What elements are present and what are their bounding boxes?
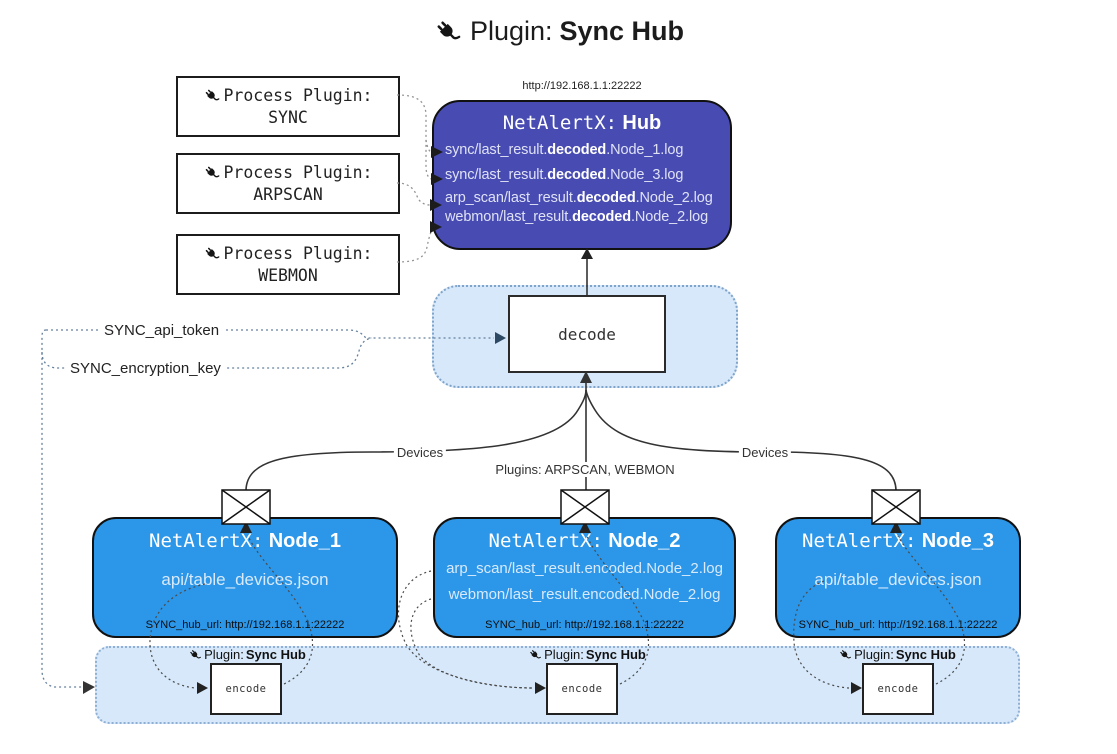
hub-box: NetAlertX: Hub sync/last_result.decoded.…	[432, 100, 732, 250]
process-plugin-name: ARPSCAN	[253, 184, 323, 204]
process-plugin-box-webmon: Process Plugin: WEBMON	[176, 234, 400, 295]
process-plugin-name: SYNC	[268, 107, 308, 127]
plug-icon	[204, 245, 221, 262]
process-plugin-name: WEBMON	[258, 265, 318, 285]
edge-label-devices-left: Devices	[393, 445, 447, 460]
band-input-arrowhead	[83, 681, 95, 694]
hub-title-prefix: NetAlertX:	[502, 112, 618, 134]
encode-box-2: encode	[546, 663, 618, 715]
process-plugin-box-sync: Process Plugin: SYNC	[176, 76, 400, 137]
node-2-box: NetAlertX: Node_2 arp_scan/last_result.e…	[433, 517, 736, 638]
sync-api-token-label: SYNC_api_token	[100, 322, 224, 339]
plug-icon	[204, 164, 221, 181]
node-hub-url: SYNC_hub_url: http://192.168.1.1:22222	[798, 619, 998, 631]
node-file-line: webmon/last_result.encoded.Node_2.log	[448, 586, 721, 603]
node-file-line: api/table_devices.json	[814, 570, 982, 589]
node-title: NetAlertX: Node_3	[802, 530, 994, 552]
sync-encryption-key-label: SYNC_encryption_key	[66, 360, 225, 377]
encode-box-1: encode	[210, 663, 282, 715]
hub-log-line: sync/last_result.decoded.Node_1.log	[445, 142, 684, 158]
hub-url-label: http://192.168.1.1:22222	[522, 80, 642, 92]
node-file-line: api/table_devices.json	[161, 570, 329, 589]
page-title-prefix: Plugin:	[469, 16, 553, 46]
decode-box: decode	[508, 295, 666, 373]
plugin-to-hub-links	[396, 94, 434, 263]
plug-icon	[528, 648, 542, 661]
plug-icon	[204, 87, 221, 104]
hub-log-line: sync/last_result.decoded.Node_3.log	[445, 167, 684, 183]
node-file-line: arp_scan/last_result.encoded.Node_2.log	[446, 560, 723, 577]
process-plugin-label: Process Plugin:	[223, 243, 373, 263]
node-hub-url: SYNC_hub_url: http://192.168.1.1:22222	[145, 619, 345, 631]
plug-icon	[434, 18, 462, 45]
hub-log-line: webmon/last_result.decoded.Node_2.log	[445, 209, 709, 225]
node-1-box: NetAlertX: Node_1 api/table_devices.json…	[92, 517, 398, 638]
encode-box-3: encode	[862, 663, 934, 715]
band-plugin-label-3: Plugin: Sync Hub	[838, 647, 956, 662]
node-3-box: NetAlertX: Node_3 api/table_devices.json…	[775, 517, 1021, 638]
node-hub-url: SYNC_hub_url: http://192.168.1.1:22222	[485, 619, 684, 631]
node-title: NetAlertX: Node_1	[149, 530, 341, 552]
edge-label-devices-right: Devices	[738, 445, 792, 460]
hub-log-line: arp_scan/last_result.decoded.Node_2.log	[445, 190, 713, 206]
edge-label-plugins: Plugins: ARPSCAN, WEBMON	[492, 462, 678, 477]
plug-icon	[188, 648, 202, 661]
hub-title: NetAlertX: Hub	[434, 112, 730, 135]
page-title-bold: Sync Hub	[559, 16, 685, 46]
band-plugin-label-1: Plugin: Sync Hub	[188, 647, 306, 662]
node-title: NetAlertX: Node_2	[488, 530, 681, 552]
process-plugin-box-arpscan: Process Plugin: ARPSCAN	[176, 153, 400, 214]
page-title: Plugin: Sync Hub	[0, 16, 1117, 47]
band-plugin-label-2: Plugin: Sync Hub	[528, 647, 646, 662]
process-plugin-label: Process Plugin:	[223, 85, 373, 105]
process-plugin-label: Process Plugin:	[223, 162, 373, 182]
hub-title-bold: Hub	[622, 112, 662, 134]
plug-icon	[838, 648, 852, 661]
